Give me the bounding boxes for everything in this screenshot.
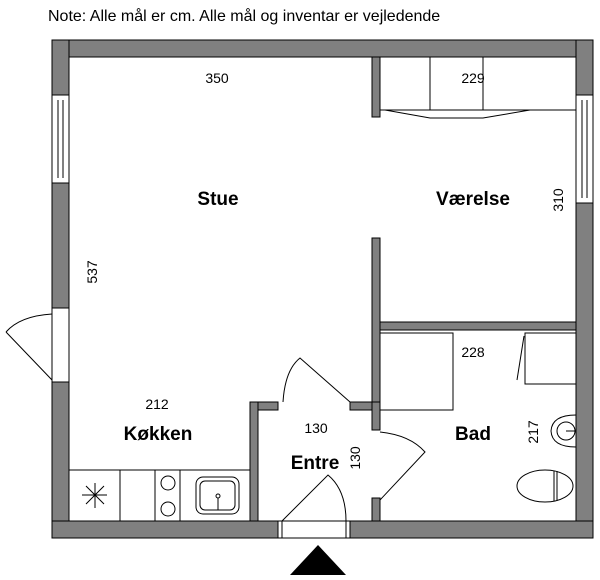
koekken-dimension: 212 xyxy=(145,396,169,412)
stue-dimension: 350 xyxy=(205,70,229,86)
kitchen-counter xyxy=(68,469,251,522)
stue-height-dimension: 537 xyxy=(84,260,100,284)
entrance-arrow-icon xyxy=(290,545,346,575)
entrance-door xyxy=(277,474,351,575)
vaerelse-label: Værelse xyxy=(436,189,510,210)
fridge-icon xyxy=(82,483,107,508)
window-left xyxy=(51,94,70,184)
toilet-icon xyxy=(516,469,574,503)
bathroom-fixtures xyxy=(379,332,577,503)
interior-walls xyxy=(249,56,577,522)
vaerelse-height-dimension: 310 xyxy=(550,188,566,212)
bad-dimension: 228 xyxy=(461,344,485,360)
koekken-label: Køkken xyxy=(124,424,193,445)
stue-label: Stue xyxy=(197,189,238,210)
washbasin-icon xyxy=(550,414,577,448)
bath-cabinet xyxy=(379,332,454,411)
entre-label: Entre xyxy=(291,453,340,474)
wardrobe xyxy=(379,56,577,119)
window-right xyxy=(575,94,594,204)
entre-dimension: 130 xyxy=(304,420,328,436)
stove-icon xyxy=(160,475,176,517)
bad-height-dimension: 217 xyxy=(525,420,541,444)
door-entre-stue xyxy=(282,357,351,403)
vaerelse-dimension: 229 xyxy=(461,70,485,86)
side-door xyxy=(5,307,70,383)
plan-note: Note: Alle mål er cm. Alle mål og invent… xyxy=(48,8,441,25)
entre-height-dimension: 130 xyxy=(347,446,363,470)
door-bad xyxy=(379,431,426,501)
sink-icon xyxy=(195,476,240,515)
bad-label: Bad xyxy=(455,424,491,445)
shower xyxy=(524,332,577,385)
